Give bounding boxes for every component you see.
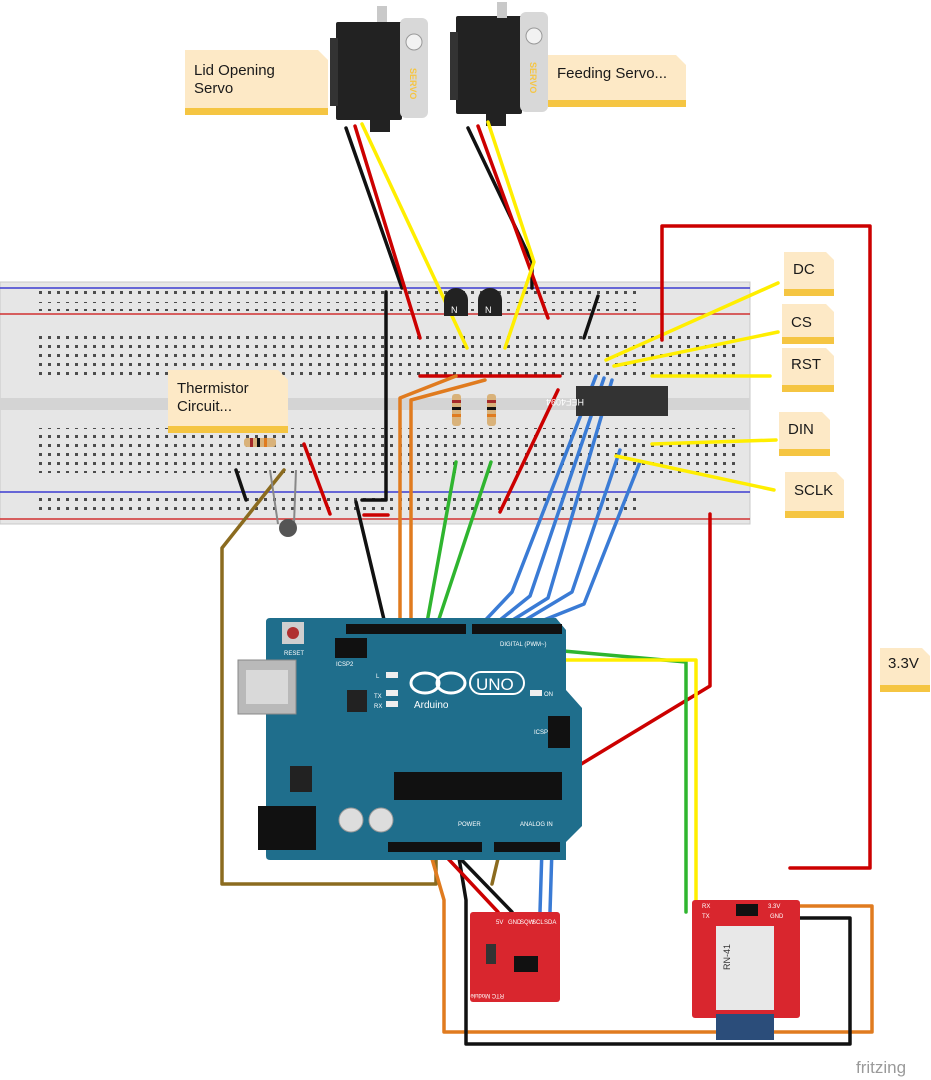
rtc-pin-gnd: GND [508, 920, 522, 926]
resistor-2 [487, 394, 496, 426]
wire-black-gnd [456, 850, 852, 1046]
transistor-1: N [444, 288, 468, 316]
transistor-2: N [478, 288, 502, 316]
thermistor [269, 469, 297, 537]
note-lid-servo: Lid Opening Servo [185, 50, 328, 115]
lid-opening-servo: SERVO [330, 6, 428, 132]
wire-thermistor-black [234, 468, 248, 502]
bt-pin-tx: TX [702, 914, 710, 920]
feeding-servo: SERVO [450, 2, 548, 126]
wire-thermistor-red [302, 442, 332, 516]
rtc-pin-sqw: SQW [520, 920, 535, 926]
resistor-thermistor [244, 438, 276, 447]
wire-green-1 [424, 460, 458, 630]
bt-pin-rx: RX [702, 904, 710, 910]
wire-gnd-arduino [360, 290, 388, 502]
wire-gnd-arduino-2 [354, 500, 388, 630]
shift-register-chip: HEF4094 [546, 386, 668, 416]
fritzing-brand: fritzing [856, 1058, 906, 1077]
arduino-uno: RESET ICSP2 DIGITAL (PWM~) UNO Arduino L… [237, 618, 582, 860]
rtc-label: RTC Module [470, 992, 504, 998]
wire-green-2 [434, 460, 493, 630]
wire-blue-2 [488, 376, 606, 630]
wire-yellow-dc [604, 281, 780, 362]
note-feeding-servo-text: Feeding Servo... [557, 65, 667, 82]
note-sclk-text: SCLK [794, 482, 833, 499]
rtc-pin-5v: 5V [496, 920, 503, 926]
rtc-pin-sda: SDA [544, 920, 556, 926]
bt-pin-3v3: 3.3V [768, 904, 780, 910]
wire-yellow-sclk [614, 454, 776, 492]
wire-blue-1 [476, 374, 598, 630]
wire-orange-1 [398, 374, 458, 630]
note-thermistor-line1: Thermistor [177, 380, 249, 397]
wire-servo2-red [476, 124, 550, 320]
icsp-label: ICSP [534, 730, 548, 736]
note-sclk: SCLK [785, 472, 844, 518]
wire-bt-green [550, 648, 688, 914]
wire-orange-power [428, 850, 874, 1034]
bt-label: RN-41 [722, 944, 732, 970]
note-lid-servo-line2: Servo [194, 80, 233, 97]
l-led-label: L [376, 674, 380, 680]
wire-servo2-yellow [486, 120, 536, 350]
wire-red-diagonal [498, 388, 560, 514]
note-feeding-servo: Feeding Servo... [548, 55, 686, 107]
wire-servo1-black [344, 126, 404, 290]
tx-led-label: TX [374, 694, 382, 700]
note-cs-text: CS [791, 314, 812, 331]
note-dc-text: DC [793, 261, 815, 278]
uno-label: UNO [476, 675, 514, 694]
bt-pin-gnd: GND [770, 914, 784, 920]
transistor-label: N [451, 305, 458, 315]
note-dc: DC [784, 252, 834, 296]
note-din: DIN [779, 412, 830, 456]
note-rst-text: RST [791, 356, 821, 373]
note-lid-servo-line1: Lid Opening [194, 62, 275, 79]
bluetooth-module: RN-41 RX TX 3.3V GND [692, 900, 800, 1040]
wire-orange-2 [409, 378, 487, 630]
wire-gnd-short [582, 294, 600, 340]
wire-3v3 [660, 224, 872, 870]
rtc-module: RTC Module 5V GND SQW SCL SDA [470, 912, 560, 1002]
note-rst: RST [782, 348, 834, 392]
rtc-pin-scl: SCL [532, 920, 544, 926]
on-led-label: ON [544, 692, 553, 698]
icsp2-label: ICSP2 [336, 662, 354, 668]
digital-label: DIGITAL (PWM~) [500, 642, 547, 648]
transistor-label: N [485, 305, 492, 315]
wire-bt-yellow [550, 658, 698, 914]
servo-label: SERVO [408, 68, 418, 99]
wire-rtc-red [438, 848, 500, 914]
wire-servo2-black [466, 126, 534, 290]
note-thermistor-line2: Circuit... [177, 398, 232, 415]
resistor-1 [452, 394, 461, 426]
reset-label: RESET [284, 651, 304, 657]
wire-servo1-red [353, 124, 422, 340]
servo-label: SERVO [528, 62, 538, 93]
arduino-brand-label: Arduino [414, 700, 449, 711]
note-din-text: DIN [788, 421, 814, 438]
note-thermistor: Thermistor Circuit... [168, 370, 288, 433]
note-3v3-text: 3.3V [888, 655, 919, 672]
analog-label: ANALOG IN [520, 822, 553, 828]
rx-led-label: RX [374, 704, 382, 710]
wire-yellow-din [650, 438, 778, 446]
wire-yellow-cs [612, 330, 780, 368]
chip-label: HEF4094 [546, 397, 584, 407]
note-cs: CS [782, 304, 834, 344]
wire-rtc-black [450, 848, 514, 914]
wire-blue-4 [510, 448, 622, 630]
note-3v3: 3.3V [880, 648, 930, 692]
power-label: POWER [458, 822, 481, 828]
